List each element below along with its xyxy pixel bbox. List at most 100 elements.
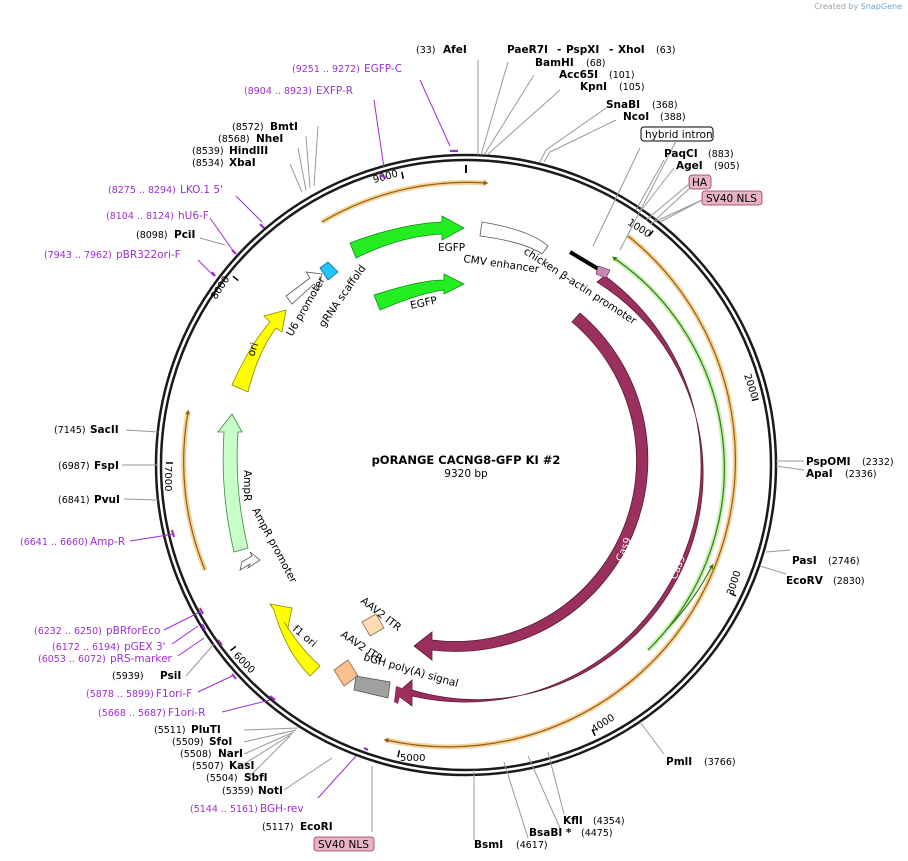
enzyme-kfli: KflI [563,815,583,827]
tick-3000: 3000 [725,569,743,597]
primer-pgex3: pGEX 3' [124,641,166,653]
enzyme-paqci-pos: (883) [708,149,734,160]
credit-prefix: Created by [814,2,859,11]
primer-egfp-c-pos: (9251 .. 9272) [292,64,360,75]
primer-f1ori-f-pos: (5878 .. 5899) [86,689,154,700]
enzyme-kasi-pos: (5507) [192,761,224,772]
enzyme-kasi: KasI [229,760,254,772]
enzyme-ncoi: NcoI [623,111,649,123]
enzyme-nhei: NheI [256,133,283,145]
enzyme-pasi-pos: (2746) [828,556,860,567]
ampr-arrow [217,413,249,553]
grna-scaffold-arrow [319,261,339,281]
orf-line-right [383,235,736,748]
enzyme-xbai-pos: (8534) [192,158,224,169]
enzyme-pcii-pos: (8098) [136,230,168,241]
enzyme-dash-2: - [609,44,613,56]
primer-exfp-r: EXFP-R [316,85,353,97]
enzyme-noti: NotI [258,785,283,797]
label-egfp-outer: EGFP [438,242,465,254]
label-egfp-inner: EGFP [409,295,438,312]
primer-prs-marker-pos: (6053 .. 6072) [38,654,106,665]
enzyme-sacii: SacII [90,424,119,436]
primer-f1ori-r-pos: (5668 .. 5687) [98,708,166,719]
primer-pbr322ori-f: pBR322ori-F [116,249,181,261]
aav2-itr-box-2 [333,659,359,687]
tick-7000: 7000 [162,466,173,491]
primer-lko1: LKO.1 5' [180,184,223,196]
enzyme-sfoi: SfoI [209,736,232,748]
enzyme-hindiii-pos: (8539) [192,146,224,157]
label-ampr-promoter: AmpR promoter [249,506,299,586]
primer-pbr322ori-f-pos: (7943 .. 7962) [44,250,112,261]
enzyme-snabi: SnaBI [606,99,640,111]
hybrid-intron-label: hybrid intron [645,129,713,141]
enzyme-sfoi-pos: (5509) [172,737,204,748]
enzyme-xbai: XbaI [229,157,256,169]
enzyme-nhei-pos: (8568) [218,134,250,145]
orf-track-left [181,411,208,571]
tick-mark-2000 [751,398,759,402]
enzyme-kpni: KpnI [580,81,607,93]
primer-exfp-r-pos: (8904 .. 8923) [244,86,312,97]
hybrid-intron-box [640,126,714,142]
primer-labels: (9251 .. 9272) EGFP-C (8904 .. 8923) EXF… [20,63,402,815]
enzyme-hindiii: HindIII [229,145,268,157]
enzyme-bamhi-pos: (68) [586,58,606,69]
primer-marks [170,149,458,751]
enzyme-apai-pos: (2336) [845,469,877,480]
enzyme-bsabi-pos: (4475) [581,828,613,839]
primer-amp-r: Amp-R [90,536,125,548]
primer-pbrforeco: pBRforEco [106,625,160,637]
plasmid-name: pORANGE CACNG8-GFP KI #2 [372,453,561,467]
cas9-inner-arrow [413,312,649,661]
enzyme-nari-pos: (5508) [180,749,212,760]
orf-line-green [612,256,725,651]
enzyme-pvui: PvuI [94,494,120,506]
tick-mark-1000 [648,230,654,237]
enzyme-bsmi: BsmI [474,839,503,851]
enzyme-bmti: BmtI [270,121,298,133]
primer-prs-marker: pRS-marker [110,653,173,665]
enzyme-acc65i: Acc65I [559,69,598,81]
sv40-nls-bottom-box [313,836,375,852]
enzyme-sbfi: SbfI [244,772,268,784]
sv40-nls-bottom-label: SV40 NLS [318,839,369,851]
tick-mark-4000 [591,729,596,737]
tick-mark-3000 [729,592,737,597]
enzyme-noti-pos: (5359) [222,786,254,797]
enzyme-paqci: PaqCI [664,148,698,160]
enzyme-pluti-pos: (5511) [154,725,186,736]
enzyme-kpni-pos: (105) [619,82,645,93]
enzyme-pvui-pos: (6841) [58,495,90,506]
hybrid-intron-leader [619,140,677,251]
tick-mark-6000 [229,645,237,652]
enzyme-fspi: FspI [94,460,119,472]
egfp-outer-arrow [349,215,465,259]
enzyme-pcii: PciI [174,229,195,241]
tick-mark-9000 [401,171,405,179]
enzyme-pspomi: PspOMI [806,456,851,468]
orf-track-top [320,179,487,225]
ha-leader [645,183,690,221]
tick-mark-5000 [397,750,401,758]
ha-box [688,174,712,190]
enzyme-sbfi-pos: (5504) [206,773,238,784]
primer-bgh-rev: BGH-rev [260,803,304,815]
enzyme-paer7i: PaeR7I [507,44,548,56]
credit-brand: SnapGene [860,2,902,11]
backbone-inner-ring [159,158,773,772]
primer-hu6-f: hU6-F [178,210,209,222]
aav2-itr-box-1 [361,613,385,637]
enzyme-bsmi-pos: (4617) [516,840,548,851]
f1-ori-arrow [269,603,321,677]
label-cas9-outer: Cas9 [669,554,688,581]
label-cas9-inner: Cas9 [615,536,634,563]
primer-bgh-rev-pos: (5144 .. 5161) [190,804,258,815]
enzyme-ecori-pos: (5117) [262,822,294,833]
enzyme-agei: AgeI [676,160,703,172]
enzyme-apai: ApaI [806,468,833,480]
enzyme-dash-1: - [557,44,561,56]
primer-amp-r-pos: (6641 .. 6660) [20,537,88,548]
enzyme-bsabi: BsaBI * [529,827,572,839]
